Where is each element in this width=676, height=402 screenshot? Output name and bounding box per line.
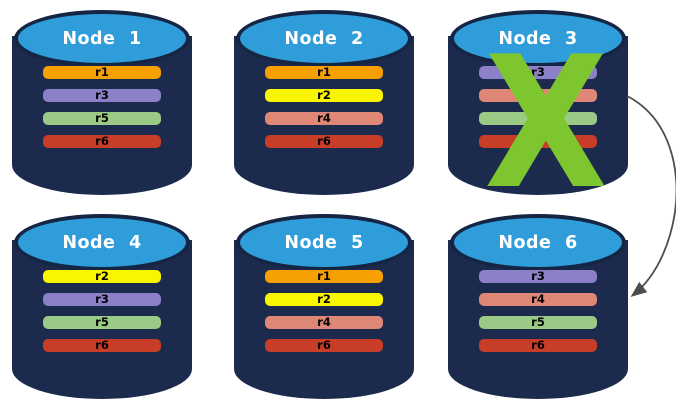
replica-label: r4 bbox=[317, 111, 331, 125]
replica-label: r6 bbox=[317, 338, 331, 352]
replica-label: r5 bbox=[95, 315, 109, 329]
cylinder-top: Node 4 bbox=[14, 214, 190, 271]
node-label: Node 2 bbox=[284, 28, 364, 49]
replica-bar: r5 bbox=[43, 316, 161, 329]
replica-bar: r5 bbox=[43, 112, 161, 125]
replica-bar: r3 bbox=[479, 270, 597, 283]
replica-list: r3 r4 r5 r6 bbox=[479, 66, 597, 158]
replica-bar: r6 bbox=[479, 339, 597, 352]
replica-bar: r2 bbox=[265, 293, 383, 306]
cylinder-top: Node 5 bbox=[236, 214, 412, 271]
replica-label: r2 bbox=[317, 292, 331, 306]
cylinder-top: Node 6 bbox=[450, 214, 626, 271]
db-node: Node 6 r3 r4 r5 r6 bbox=[448, 212, 628, 399]
replica-label: r5 bbox=[531, 315, 545, 329]
replica-label: r1 bbox=[95, 65, 109, 79]
replica-bar: r2 bbox=[43, 270, 161, 283]
db-node: Node 1 r1 r3 r5 r6 bbox=[12, 8, 192, 195]
replica-bar: r2 bbox=[265, 89, 383, 102]
replica-bar: r1 bbox=[265, 270, 383, 283]
node-label: Node 4 bbox=[62, 232, 142, 253]
replica-label: r2 bbox=[317, 88, 331, 102]
replica-bar: r4 bbox=[265, 316, 383, 329]
replica-label: r6 bbox=[95, 338, 109, 352]
replica-label: r6 bbox=[531, 134, 545, 148]
replica-list: r1 r2 r4 r6 bbox=[265, 66, 383, 158]
node-label: Node 5 bbox=[284, 232, 364, 253]
replica-bar: r6 bbox=[43, 339, 161, 352]
replica-label: r2 bbox=[95, 269, 109, 283]
replica-label: r3 bbox=[531, 269, 545, 283]
node-label: Node 6 bbox=[498, 232, 578, 253]
cylinder-top: Node 3 bbox=[450, 10, 626, 67]
replica-bar: r5 bbox=[479, 316, 597, 329]
replica-bar: r3 bbox=[43, 293, 161, 306]
replica-bar: r4 bbox=[479, 293, 597, 306]
db-node: Node 5 r1 r2 r4 r6 bbox=[234, 212, 414, 399]
db-node: Node 4 r2 r3 r5 r6 bbox=[12, 212, 192, 399]
replica-label: r5 bbox=[531, 111, 545, 125]
replica-label: r3 bbox=[95, 292, 109, 306]
replica-label: r1 bbox=[317, 65, 331, 79]
cylinder-top: Node 2 bbox=[236, 10, 412, 67]
replica-bar: r6 bbox=[265, 339, 383, 352]
replica-list: r1 r2 r4 r6 bbox=[265, 270, 383, 362]
replica-label: r3 bbox=[531, 65, 545, 79]
replica-label: r6 bbox=[317, 134, 331, 148]
replica-bar: r5 bbox=[479, 112, 597, 125]
replica-label: r6 bbox=[531, 338, 545, 352]
replica-label: r1 bbox=[317, 269, 331, 283]
replica-bar: r6 bbox=[43, 135, 161, 148]
node-label: Node 3 bbox=[498, 28, 578, 49]
replica-label: r4 bbox=[531, 292, 545, 306]
replica-label: r4 bbox=[317, 315, 331, 329]
replica-list: r1 r3 r5 r6 bbox=[43, 66, 161, 158]
replica-bar: r4 bbox=[265, 112, 383, 125]
replica-bar: r1 bbox=[43, 66, 161, 79]
replica-label: r5 bbox=[95, 111, 109, 125]
replica-bar: r3 bbox=[479, 66, 597, 79]
replica-list: r2 r3 r5 r6 bbox=[43, 270, 161, 362]
replica-label: r6 bbox=[95, 134, 109, 148]
replica-label: r3 bbox=[95, 88, 109, 102]
failover-arrow-path bbox=[626, 95, 676, 297]
replica-bar: r6 bbox=[479, 135, 597, 148]
db-node: Node 2 r1 r2 r4 r6 bbox=[234, 8, 414, 195]
replica-bar: r6 bbox=[265, 135, 383, 148]
replica-bar: r3 bbox=[43, 89, 161, 102]
cylinder-top: Node 1 bbox=[14, 10, 190, 67]
replica-bar: r4 bbox=[479, 89, 597, 102]
replica-bar: r1 bbox=[265, 66, 383, 79]
replica-label: r4 bbox=[531, 88, 545, 102]
replica-list: r3 r4 r5 r6 bbox=[479, 270, 597, 362]
node-label: Node 1 bbox=[62, 28, 142, 49]
